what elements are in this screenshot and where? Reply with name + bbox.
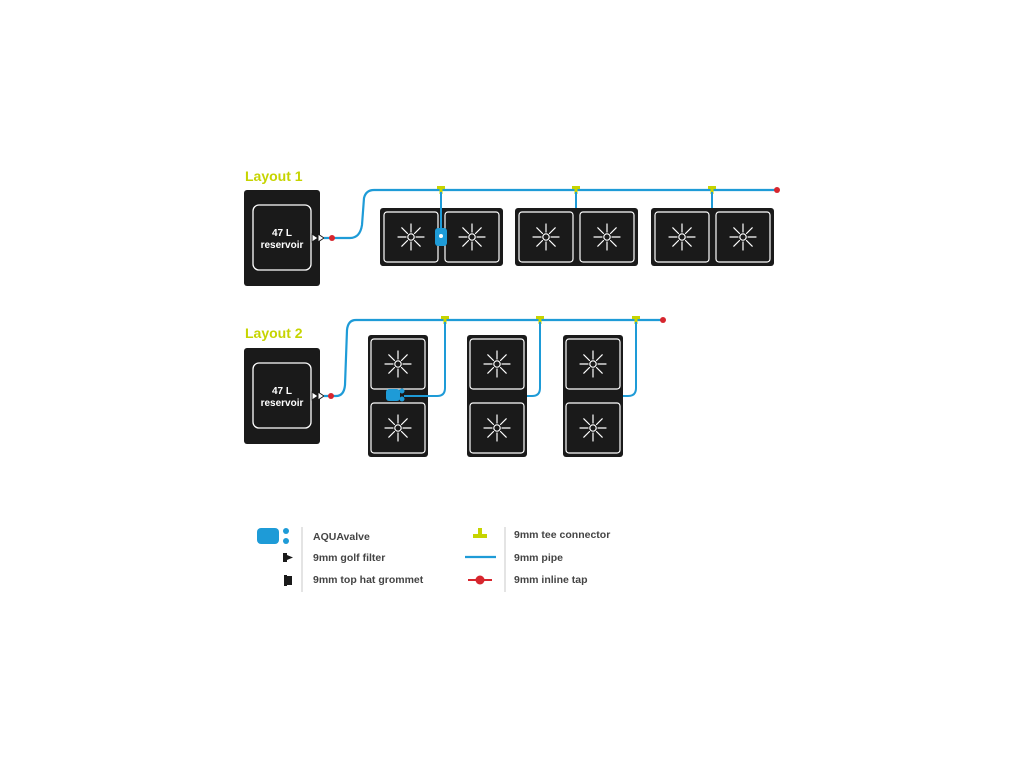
pipe-layout-1 xyxy=(324,188,778,240)
legend-label-golf-filter: 9mm golf filter xyxy=(313,552,385,564)
inline-tap-icon xyxy=(328,393,334,399)
grow-unit-6 xyxy=(563,335,623,457)
golf-filter-icon xyxy=(311,233,325,243)
legend-label-top-hat-grommet: 9mm top hat grommet xyxy=(313,574,424,586)
layout-1-reservoir: 47 L reservoir xyxy=(244,190,320,286)
aquavalve-icon xyxy=(435,228,447,246)
legend-label-tee-connector: 9mm tee connector xyxy=(514,529,610,541)
top-hat-grommet-icon xyxy=(284,575,292,586)
layout-1-title: Layout 1 xyxy=(245,168,303,184)
inline-tap-icon xyxy=(468,575,492,585)
legend-label-pipe: 9mm pipe xyxy=(514,552,563,564)
legend: AQUAvalve 9mm golf filter 9mm top hat gr… xyxy=(257,527,610,592)
grow-unit-3 xyxy=(651,208,774,266)
inline-tap-icon xyxy=(660,317,666,323)
aquavalve-icon xyxy=(386,388,405,402)
reservoir-capacity: 47 L xyxy=(272,386,292,397)
grow-unit-2 xyxy=(515,208,638,266)
golf-filter-icon xyxy=(311,391,325,401)
legend-label-inline-tap: 9mm inline tap xyxy=(514,574,588,586)
aquavalve-icon xyxy=(257,528,289,544)
tee-connector-icon xyxy=(473,528,487,538)
layout-2-reservoir: 47 L reservoir xyxy=(244,348,320,444)
layout-2-title: Layout 2 xyxy=(245,325,303,341)
reservoir-label: reservoir xyxy=(261,398,304,409)
grow-unit-5 xyxy=(467,335,527,457)
inline-tap-icon xyxy=(329,235,335,241)
pipe-layout-2 xyxy=(324,318,664,398)
reservoir-capacity: 47 L xyxy=(272,228,292,239)
reservoir-label: reservoir xyxy=(261,240,304,251)
inline-tap-icon xyxy=(774,187,780,193)
golf-filter-icon xyxy=(283,553,293,562)
legend-label-aquavalve: AQUAvalve xyxy=(313,531,370,543)
